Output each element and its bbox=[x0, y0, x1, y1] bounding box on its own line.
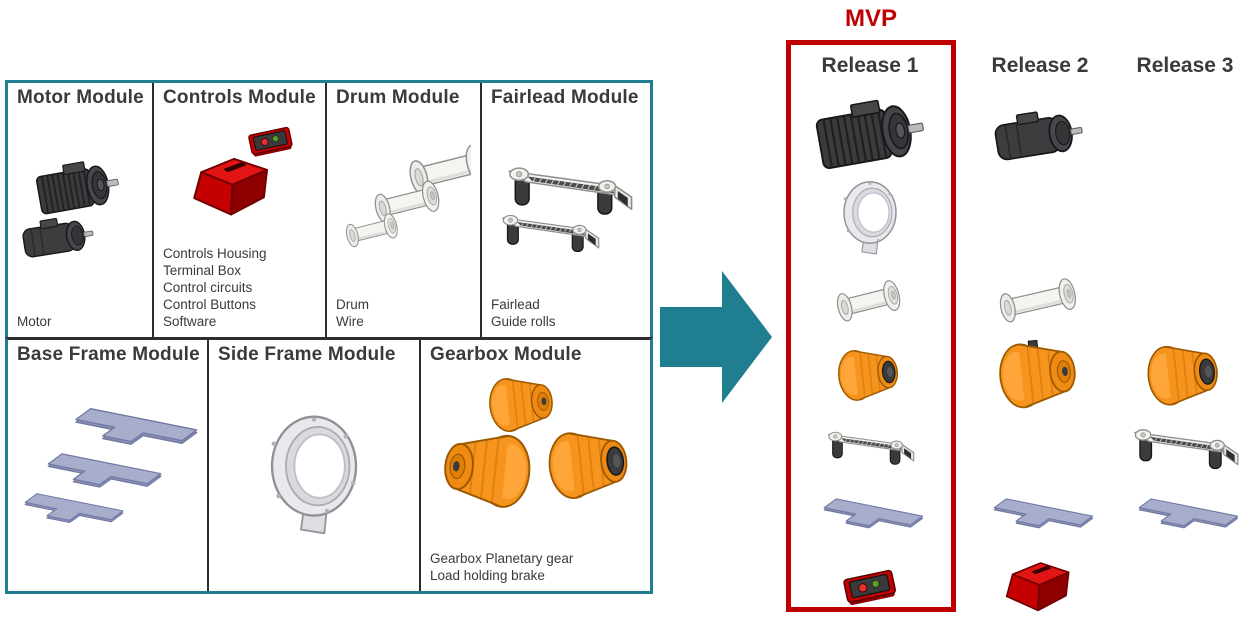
module-art bbox=[17, 366, 198, 584]
release-item-slot bbox=[962, 550, 1118, 618]
drum-long-icon bbox=[999, 278, 1076, 323]
release-column-3: Release 3 bbox=[1108, 48, 1255, 614]
release-column-2: Release 2 bbox=[962, 48, 1118, 614]
module-cell-side-frame: Side Frame Module bbox=[209, 340, 421, 591]
release-item-slot bbox=[962, 93, 1118, 179]
release-item-slot bbox=[1108, 177, 1255, 259]
ring-icon bbox=[843, 181, 897, 255]
module-title: Controls Module bbox=[163, 87, 316, 108]
mvp-highlight-box bbox=[786, 40, 956, 612]
release-item-slot bbox=[1108, 338, 1255, 410]
release-item-slot bbox=[962, 338, 1118, 410]
module-caption: Fairlead Guide rolls bbox=[491, 297, 556, 329]
gearbox-sm-icon bbox=[838, 350, 898, 401]
module-art bbox=[336, 109, 471, 296]
module-title: Side Frame Module bbox=[218, 344, 396, 365]
transform-arrow-icon bbox=[660, 271, 772, 403]
release-item-slot bbox=[1108, 93, 1255, 179]
module-caption: Controls Housing Terminal Box Control ci… bbox=[163, 246, 267, 329]
module-art bbox=[17, 109, 143, 313]
motor-large-icon bbox=[815, 99, 924, 169]
release-item-slot bbox=[962, 411, 1118, 477]
gearbox-lg-icon bbox=[999, 339, 1076, 409]
release-header: Release 3 bbox=[1136, 54, 1234, 77]
release-header: Release 2 bbox=[991, 54, 1089, 77]
module-cell-motor: Motor Module Motor bbox=[8, 83, 154, 337]
module-title: Drum Module bbox=[336, 87, 460, 108]
module-title: Motor Module bbox=[17, 87, 144, 108]
release-item-slot bbox=[1108, 411, 1255, 477]
module-title: Fairlead Module bbox=[491, 87, 639, 108]
mvp-label: MVP bbox=[844, 5, 897, 32]
release-item-slot bbox=[792, 177, 948, 259]
plate-icon bbox=[823, 498, 924, 529]
release-header: Release 1 bbox=[821, 54, 919, 77]
module-caption: Motor bbox=[17, 314, 52, 329]
release-item-slot bbox=[962, 265, 1118, 337]
release-item-slot bbox=[792, 484, 948, 544]
drum-set-icon bbox=[345, 144, 471, 247]
release-item-slot bbox=[792, 93, 948, 179]
module-caption: Drum Wire bbox=[336, 297, 369, 329]
release-item-slot bbox=[1108, 484, 1255, 544]
module-title: Base Frame Module bbox=[17, 344, 200, 365]
module-cell-gearbox: Gearbox Module Gearbox Planetary gear Lo… bbox=[421, 340, 650, 591]
fairlead-set-icon bbox=[502, 166, 633, 252]
motor-set-icon bbox=[22, 161, 119, 258]
release-item-slot bbox=[792, 338, 948, 410]
module-cell-base-frame: Base Frame Module bbox=[8, 340, 209, 591]
plate-set-icon bbox=[24, 408, 198, 524]
module-art bbox=[163, 109, 316, 245]
release-item-slot bbox=[792, 550, 948, 618]
module-cell-fairlead: Fairlead Module Fairlead Guide rolls bbox=[482, 83, 650, 337]
release-column-1: Release 1 bbox=[792, 48, 948, 614]
controls-set-icon bbox=[193, 126, 293, 216]
bottom-module-panel: Base Frame Module Side Frame Module Gear… bbox=[5, 337, 653, 594]
motor-small-icon bbox=[994, 111, 1083, 161]
release-item-slot bbox=[1108, 265, 1255, 337]
drum-icon bbox=[836, 280, 901, 322]
fairlead-lg-icon bbox=[1134, 429, 1239, 470]
release-item-slot bbox=[792, 411, 948, 477]
module-cell-controls: Controls Module Controls Housing Termina… bbox=[154, 83, 327, 337]
gearbox-lg2-icon bbox=[1147, 345, 1218, 406]
module-art bbox=[430, 366, 641, 550]
module-art bbox=[218, 366, 410, 584]
control-pad-icon bbox=[843, 569, 896, 606]
ring-large-icon bbox=[270, 415, 358, 535]
release-item-slot bbox=[962, 484, 1118, 544]
release-item-slot bbox=[1108, 550, 1255, 618]
module-art bbox=[491, 109, 641, 296]
fairlead-sm-icon bbox=[827, 431, 915, 465]
plate-icon bbox=[1138, 498, 1239, 529]
module-title: Gearbox Module bbox=[430, 344, 582, 365]
module-caption: Gearbox Planetary gear Load holding brak… bbox=[430, 551, 574, 583]
plate-icon bbox=[993, 498, 1094, 529]
release-item-slot bbox=[792, 265, 948, 337]
module-cell-drum: Drum Module Drum Wire bbox=[327, 83, 482, 337]
top-module-panel: Motor Module Motor Controls Module Contr… bbox=[5, 80, 653, 337]
release-item-slot bbox=[962, 177, 1118, 259]
controls-housing-icon bbox=[1005, 562, 1070, 612]
gearbox-set-icon bbox=[444, 378, 628, 508]
